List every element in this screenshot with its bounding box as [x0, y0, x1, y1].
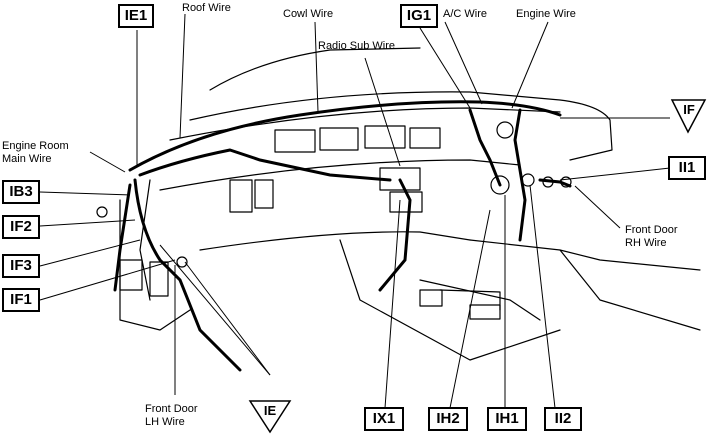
connector-ig1: IG1 [400, 4, 438, 28]
ground-ie-label: IE [263, 403, 277, 418]
engine-room-main-wire-label: Engine Room Main Wire [2, 140, 69, 165]
connector-if2: IF2 [2, 215, 40, 239]
connector-if3: IF3 [2, 254, 40, 278]
front-door-rh-wire-label: Front Door RH Wire [625, 224, 678, 249]
connector-ii1: II1 [668, 156, 706, 180]
ground-if-label: IF [683, 102, 695, 117]
connector-ih1: IH1 [487, 407, 527, 431]
connector-ie1: IE1 [118, 4, 154, 28]
ground-triangle-if [670, 99, 707, 134]
ac-wire-label: A/C Wire [443, 8, 487, 20]
main-harness [128, 100, 562, 172]
radio-sub-wire-label: Radio Sub Wire [318, 40, 396, 52]
dashboard-outline [189, 91, 613, 161]
ground-triangle-ie [248, 400, 292, 434]
roof-wire-label: Roof Wire [182, 2, 231, 14]
connector-ii2: II2 [544, 407, 582, 431]
connector-if1: IF1 [2, 288, 40, 312]
connector-ix1: IX1 [364, 407, 404, 431]
cowl-wire-label: Cowl Wire [283, 8, 334, 20]
engine-wire-label: Engine Wire [516, 8, 576, 20]
front-door-lh-wire-label: Front Door LH Wire [145, 403, 198, 428]
connector-ib3: IB3 [2, 180, 40, 204]
connector-ih2: IH2 [428, 407, 468, 431]
